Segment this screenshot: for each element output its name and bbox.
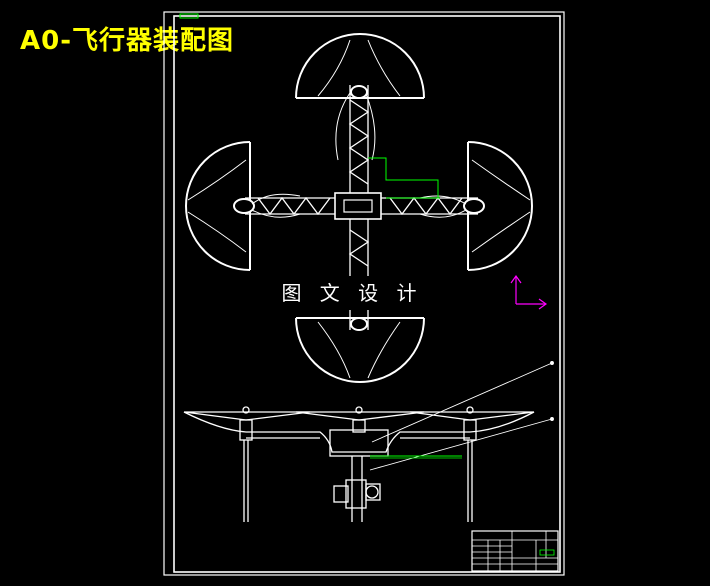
drawing-title: A0-飞行器装配图	[20, 26, 235, 56]
front-view	[183, 406, 535, 522]
rotor-guard-top	[295, 33, 425, 161]
dimension-annotation	[368, 157, 440, 199]
watermark-label: 图 文 设 计	[272, 276, 432, 310]
title-block	[471, 530, 559, 572]
sheet-inner-border	[173, 15, 561, 573]
ucs-icon	[510, 274, 548, 310]
top-view	[185, 33, 533, 383]
leader-lines	[369, 361, 554, 471]
rotor-guard-left	[185, 141, 301, 271]
rotor-guard-right	[419, 141, 533, 271]
sheet-outer-border	[163, 11, 565, 576]
corner-tab	[179, 13, 199, 19]
rotor-guard-bottom	[295, 317, 425, 383]
center-hub	[334, 192, 382, 220]
